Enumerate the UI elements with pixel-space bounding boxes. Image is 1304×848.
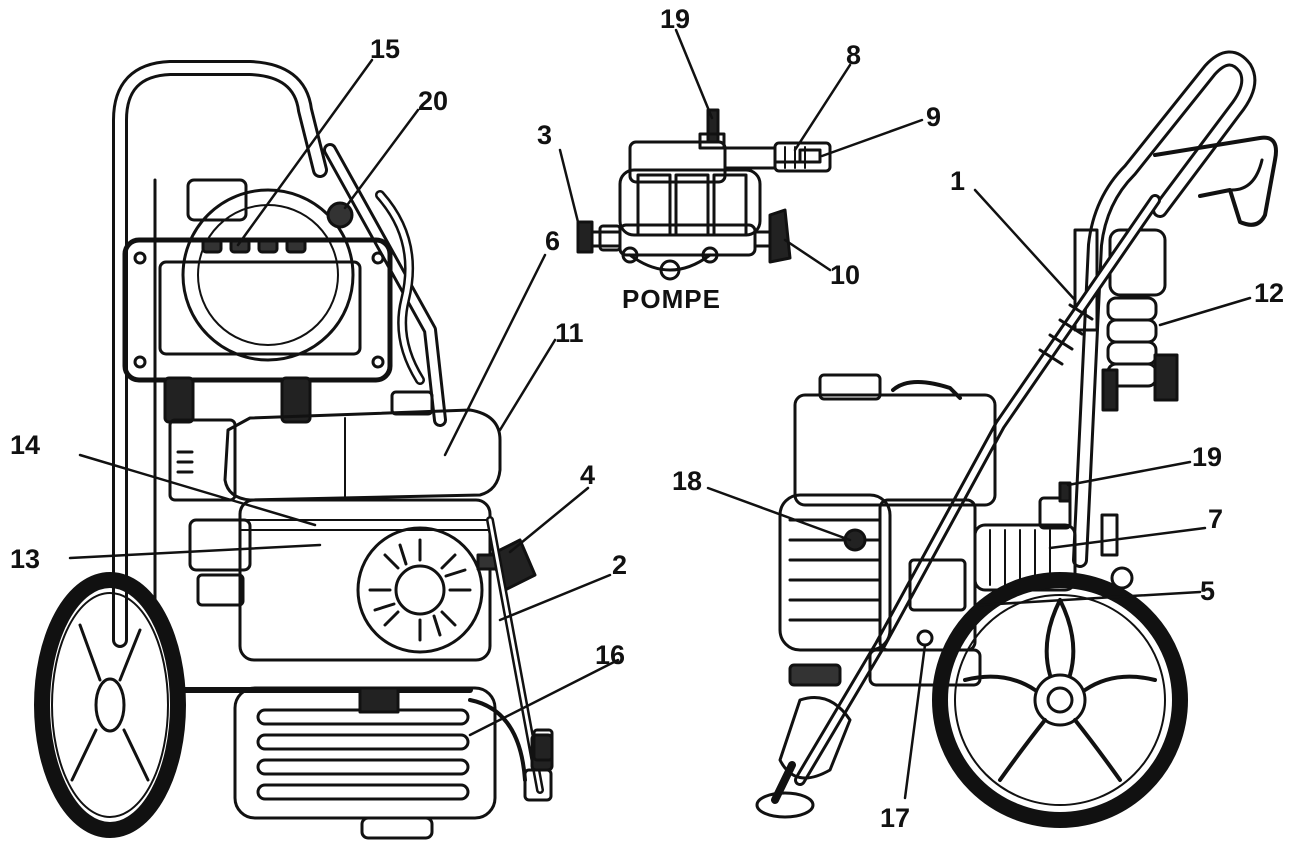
callout-5: 5: [1200, 576, 1216, 606]
pump-detail: [576, 108, 832, 281]
callout-8: 8: [846, 40, 862, 70]
callout-18: 18: [672, 466, 703, 496]
callout-15: 15: [370, 34, 401, 64]
callout-17: 17: [880, 803, 911, 833]
callout-19-side: 19: [1192, 442, 1223, 472]
side-view-washer: [755, 50, 1278, 828]
callout-12: 12: [1254, 278, 1285, 308]
callout-11: 11: [555, 318, 584, 348]
callout-13: 13: [10, 544, 41, 574]
callout-10: 10: [830, 260, 861, 290]
callout-16: 16: [595, 640, 626, 670]
callout-9: 9: [926, 102, 942, 132]
front-view-washer: [34, 60, 554, 840]
callout-4: 4: [580, 460, 596, 490]
callout-19-pump: 19: [660, 4, 691, 34]
callout-3: 3: [537, 120, 553, 150]
callout-14: 14: [10, 430, 41, 460]
pump-caption: POMPE: [622, 284, 721, 314]
callout-2: 2: [612, 550, 628, 580]
callout-6: 6: [545, 226, 561, 256]
leader-lines: [68, 28, 1252, 800]
callout-7: 7: [1208, 504, 1224, 534]
callout-20: 20: [418, 86, 449, 116]
callout-1: 1: [950, 166, 966, 196]
